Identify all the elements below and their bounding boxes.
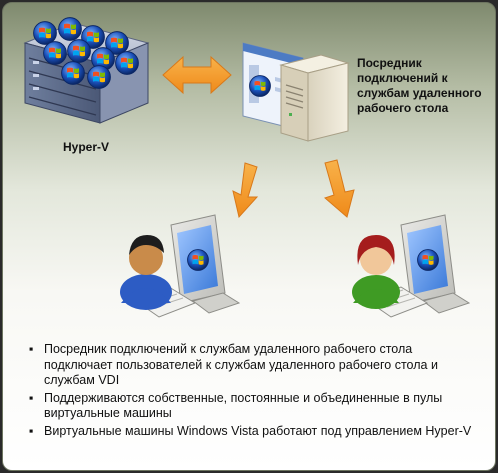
- windows-logo-icon: [58, 17, 82, 41]
- list-item: ▪ Посредник подключений к службам удален…: [27, 342, 482, 389]
- windows-logo-icon: [61, 61, 85, 85]
- windows-logo-icon: [67, 39, 91, 63]
- windows-logo-icon: [43, 41, 67, 65]
- windows-logo-icon: [115, 51, 139, 75]
- bullet-marker: ▪: [29, 390, 34, 405]
- bullet-list: ▪ Посредник подключений к службам удален…: [27, 342, 482, 441]
- list-item-text: Посредник подключений к службам удаленно…: [44, 342, 438, 387]
- arrow-to-left-user: [232, 162, 259, 219]
- windows-logo-icon: [87, 65, 111, 89]
- list-item: ▪ Поддерживаются собственные, постоянные…: [27, 391, 482, 422]
- bullet-marker: ▪: [29, 423, 34, 438]
- windows-logo-icon: [33, 21, 57, 45]
- user-workstation-icon: [352, 214, 471, 318]
- bidirectional-arrow: [162, 55, 232, 95]
- user-workstation-icon: [120, 214, 241, 318]
- connection-broker-icon: [242, 42, 350, 142]
- diagram-graphics: [23, 17, 471, 318]
- hyperv-server-icon: [23, 17, 150, 124]
- list-item: ▪ Виртуальные машины Windows Vista работ…: [27, 424, 482, 440]
- windows-logo-icon: [187, 249, 209, 271]
- windows-logo-icon: [417, 249, 439, 271]
- list-item-text: Поддерживаются собственные, постоянные и…: [44, 390, 443, 421]
- arrow-to-right-user: [324, 159, 355, 218]
- list-item-text: Виртуальные машины Windows Vista работаю…: [44, 423, 472, 438]
- connection-broker-label: Посредник подключений к службам удаленно…: [357, 56, 482, 115]
- hyperv-label: Hyper-V: [63, 140, 110, 154]
- bullet-marker: ▪: [29, 342, 34, 356]
- globe-icon: [249, 75, 271, 97]
